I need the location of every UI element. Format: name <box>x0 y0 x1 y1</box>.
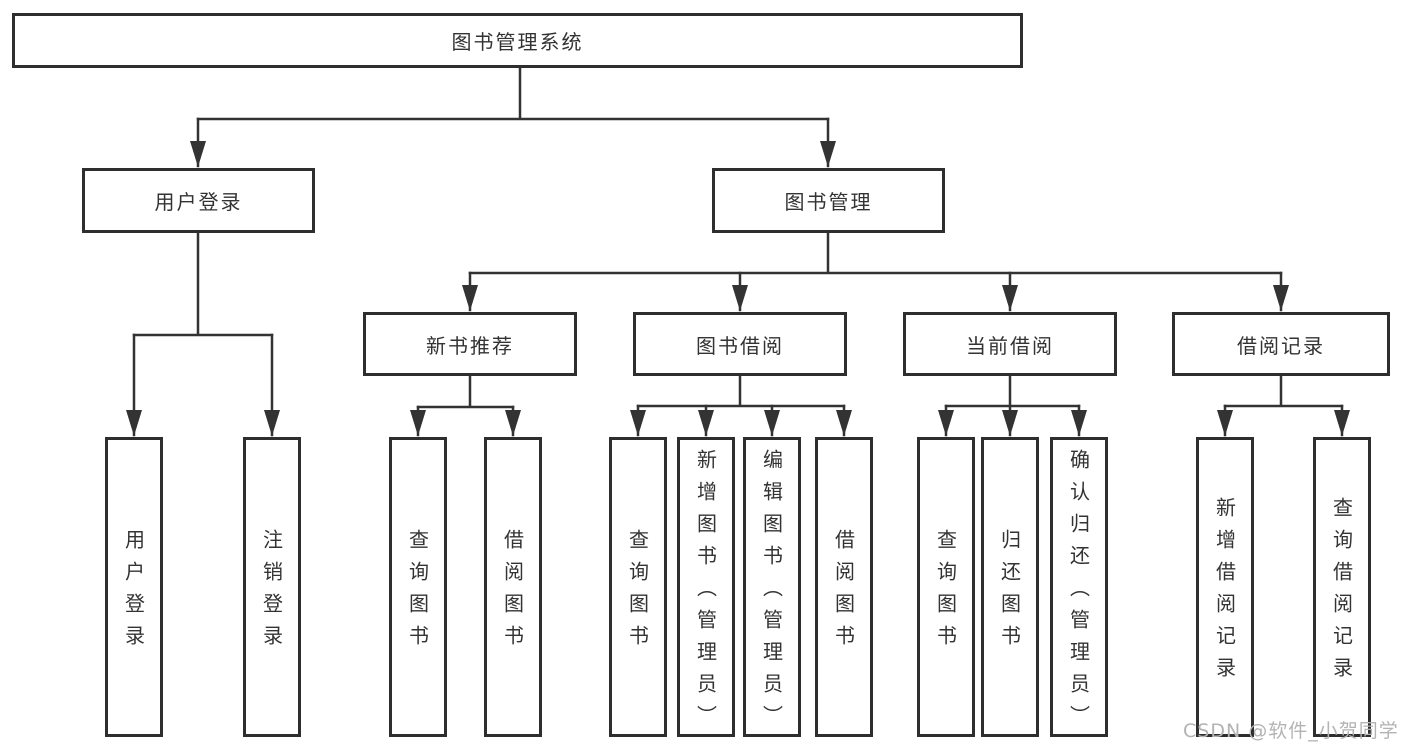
node-label: 新增借阅记录 <box>1212 497 1237 689</box>
node-label: 查询借阅记录 <box>1329 497 1354 689</box>
node-label: 借阅图书 <box>500 529 525 657</box>
leaf-add-borrow-record: 新增借阅记录 <box>1196 437 1254 737</box>
node-label: 图书管理 <box>784 190 873 214</box>
leaf-query-books-current: 查询图书 <box>917 437 975 737</box>
leaf-query-books-borrowing: 查询图书 <box>609 437 667 737</box>
node-label: 注销登录 <box>259 529 284 657</box>
leaf-query-books-recommend: 查询图书 <box>389 437 447 737</box>
node-label: 借阅记录 <box>1237 333 1325 358</box>
node-label: 归还图书 <box>997 529 1022 657</box>
node-label: 用户登录 <box>154 190 243 214</box>
node-label: 当前借阅 <box>966 333 1054 358</box>
node-current-borrowing: 当前借阅 <box>903 312 1117 376</box>
node-label: 确认归还（管理员） <box>1066 449 1091 737</box>
leaf-user-login: 用户登录 <box>105 437 163 737</box>
node-user-login: 用户登录 <box>82 168 315 233</box>
leaf-query-borrow-record: 查询借阅记录 <box>1313 437 1371 737</box>
node-label: 图书借阅 <box>696 333 784 358</box>
node-new-book-recommend: 新书推荐 <box>363 312 577 376</box>
node-label: 查询图书 <box>405 529 430 657</box>
node-book-management: 图书管理 <box>712 168 945 233</box>
node-label: 查询图书 <box>933 529 958 657</box>
node-label: 新增图书（管理员） <box>693 449 718 737</box>
node-book-borrowing: 图书借阅 <box>633 312 847 376</box>
node-borrowing-records: 借阅记录 <box>1172 312 1390 376</box>
leaf-borrow-books-borrowing: 借阅图书 <box>815 437 873 737</box>
node-label: 查询图书 <box>625 529 650 657</box>
leaf-edit-books-admin: 编辑图书（管理员） <box>743 437 801 737</box>
node-label: 用户登录 <box>121 529 146 657</box>
watermark: CSDN @软件_小贺同学 <box>1183 720 1399 742</box>
leaf-add-books-admin: 新增图书（管理员） <box>677 437 735 737</box>
node-label: 图书管理系统 <box>451 30 584 54</box>
node-label: 编辑图书（管理员） <box>759 449 784 737</box>
leaf-return-books: 归还图书 <box>981 437 1039 737</box>
node-library-system: 图书管理系统 <box>12 13 1023 68</box>
leaf-borrow-books-recommend: 借阅图书 <box>484 437 542 737</box>
node-label: 新书推荐 <box>426 333 514 358</box>
leaf-logout: 注销登录 <box>243 437 301 737</box>
leaf-confirm-return-admin: 确认归还（管理员） <box>1050 437 1108 737</box>
node-label: 借阅图书 <box>831 529 856 657</box>
